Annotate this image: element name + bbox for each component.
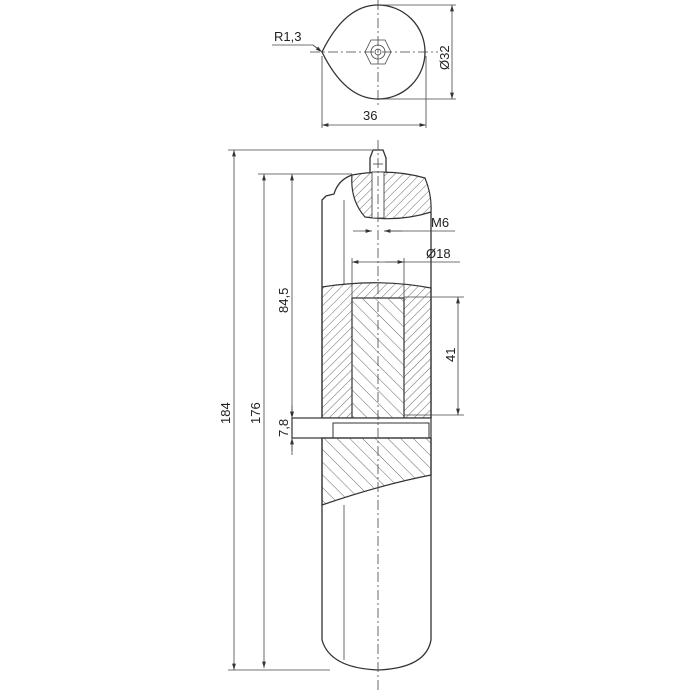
- front-view: 184 176 84,5 7,8 41 M6 Ø18: [218, 140, 464, 690]
- radius-label: R1,3: [274, 29, 301, 44]
- diameter-label: Ø32: [437, 45, 452, 70]
- cap-section: [351, 171, 432, 220]
- lower-section: [321, 437, 432, 506]
- hex-nipple-icon: [364, 39, 392, 65]
- upper-length-label: 84,5: [276, 288, 291, 313]
- washer-label: 7,8: [276, 419, 291, 437]
- thread-label: M6: [431, 215, 449, 230]
- width-label: 36: [363, 108, 377, 123]
- body-length-label: 176: [248, 402, 263, 424]
- overall-length-label: 184: [218, 402, 233, 424]
- washer: [291, 417, 432, 439]
- top-view: R1,3 36 Ø32: [272, 0, 456, 128]
- pin-length-label: 41: [443, 348, 458, 362]
- bore-label: Ø18: [426, 246, 451, 261]
